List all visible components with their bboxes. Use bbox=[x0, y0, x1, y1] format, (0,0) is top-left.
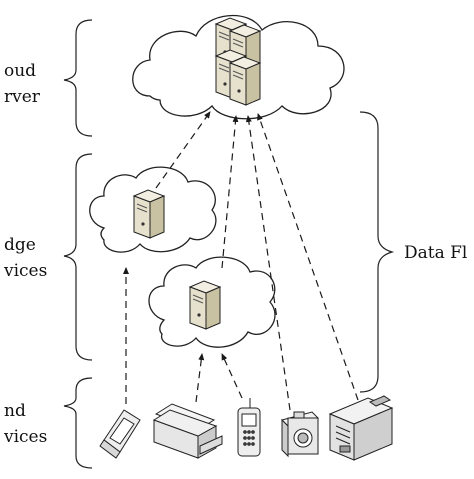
cloud-server-label-line2: rver bbox=[4, 87, 40, 107]
arrow-printer-to-edge2 bbox=[195, 353, 205, 403]
edge-devices-label-line2: vices bbox=[4, 261, 48, 281]
end-devices-label-line1: nd bbox=[4, 401, 26, 421]
arrow-edge2-to-cloud bbox=[221, 115, 239, 269]
cloud-server-label-line1: oud bbox=[4, 61, 37, 81]
cloud-server-cluster-icon bbox=[215, 17, 261, 106]
fax-printer-icon bbox=[328, 395, 394, 461]
arrow-mobile-to-edge2 bbox=[221, 353, 243, 399]
mobile-phone-icon bbox=[237, 398, 261, 457]
camera-icon bbox=[281, 411, 319, 458]
end-devices-label-line2: vices bbox=[4, 427, 48, 447]
data-flow-arrows bbox=[123, 111, 359, 411]
arrow-fax-to-cloud bbox=[257, 113, 359, 401]
edge-tier-brace bbox=[63, 153, 93, 361]
data-flow-brace bbox=[359, 111, 395, 393]
cloud-tier-brace bbox=[63, 19, 93, 137]
left-braces bbox=[63, 19, 93, 469]
phone-icon bbox=[99, 409, 141, 459]
arrow-edge1-to-cloud bbox=[155, 111, 211, 189]
arrow-camera-to-cloud bbox=[245, 115, 291, 411]
edge-server-1-icon bbox=[133, 189, 165, 239]
edge-server-2-icon bbox=[189, 280, 221, 330]
printer-icon bbox=[152, 403, 223, 459]
data-flow-label: Data Fl bbox=[404, 243, 468, 263]
device-tier-brace bbox=[63, 377, 93, 469]
edge-devices-label-line1: dge bbox=[4, 235, 36, 255]
